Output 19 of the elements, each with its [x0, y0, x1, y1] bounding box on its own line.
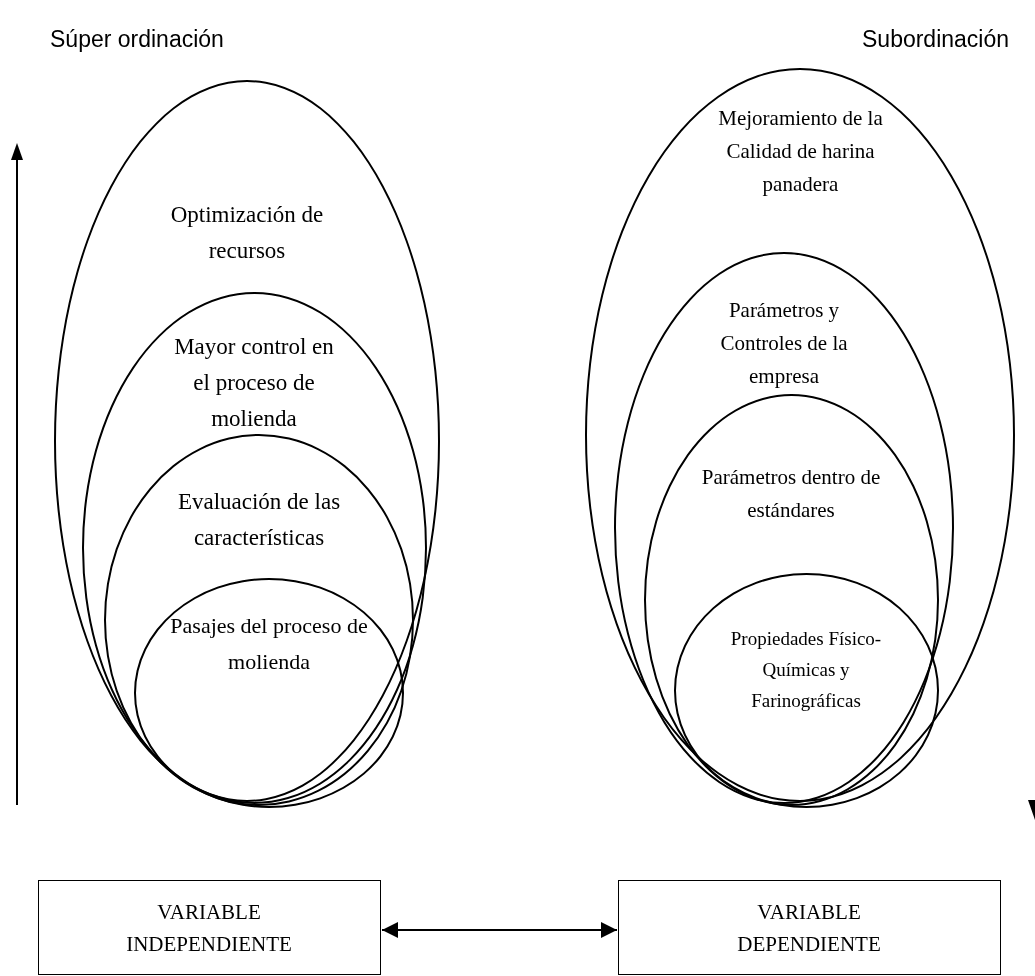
ellipse-node: [644, 394, 939, 806]
variable-box: [38, 880, 381, 975]
node-text: Mejoramiento de la Calidad de harina panadera: [717, 105, 884, 198]
node-text: Parámetros y Controles de la empresa: [719, 297, 849, 390]
column-heading: Subordinación: [862, 25, 1010, 54]
node-text: Parámetros dentro de estándares: [701, 464, 881, 524]
ellipse-node: [104, 434, 414, 806]
node-text: Mayor control en el proceso de molienda: [173, 333, 335, 433]
variable-box: [618, 880, 1001, 975]
node-text: VARIABLE INDEPENDIENTE: [125, 899, 293, 958]
node-text: Optimización de recursos: [169, 201, 325, 265]
ellipse-node: [674, 573, 939, 808]
node-text: Pasajes del proceso de molienda: [169, 612, 369, 676]
node-text: Evaluación de las características: [176, 488, 342, 552]
double-arrow: [381, 922, 618, 938]
node-text: VARIABLE DEPENDIENTE: [736, 899, 882, 958]
node-text: Propiedades Físico-Químicas y Farinográficas: [729, 627, 883, 713]
column-heading: Súper ordinación: [50, 25, 224, 54]
ellipse-node: [134, 578, 404, 808]
